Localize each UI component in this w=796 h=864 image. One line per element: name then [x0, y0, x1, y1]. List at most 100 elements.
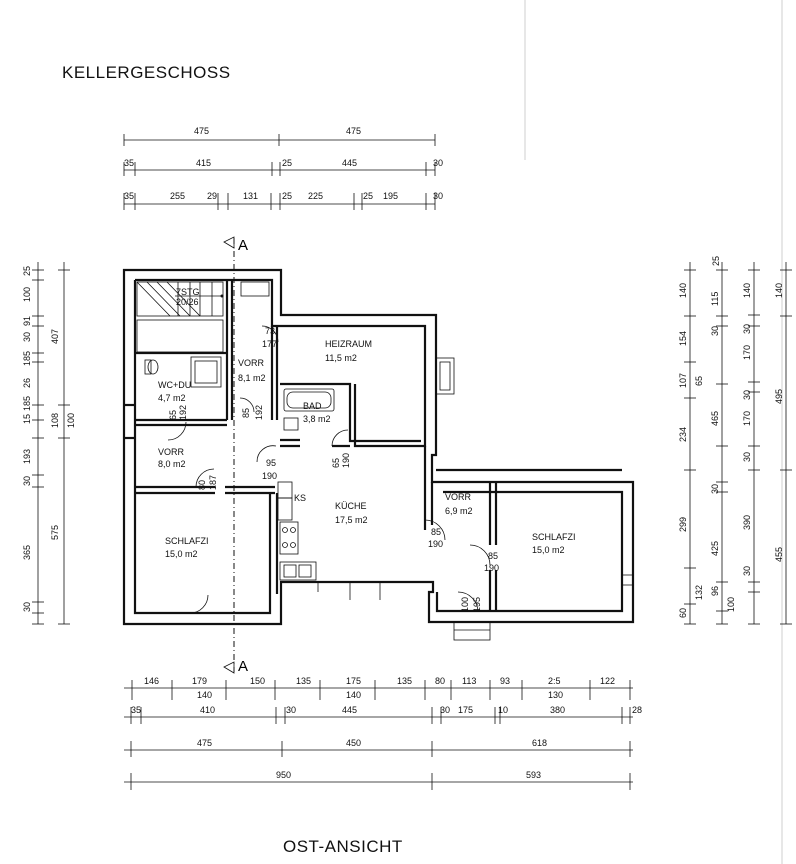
room-area-stair: 20/26 [176, 297, 199, 307]
door-height-label: 177 [262, 339, 277, 349]
door-height-label: 190 [341, 453, 351, 468]
door-height-label: 192 [178, 405, 188, 420]
top-dim-label: 255 [170, 191, 185, 201]
bottom-dim-label: 140 [197, 690, 212, 700]
top-dim-label: 195 [383, 191, 398, 201]
right-dim-label: 455 [774, 547, 784, 562]
section-mark-top: A [238, 237, 248, 254]
toilet-icon [147, 359, 159, 375]
door-width-label: 80 [197, 480, 207, 490]
door-height-label: 187 [208, 475, 218, 490]
top-dim-label: 25 [363, 191, 373, 201]
room-area-schlafzi-2: 15,0 m2 [532, 545, 565, 555]
room-name-schlafzi-2: SCHLAFZI [532, 532, 576, 542]
top-dim-label: 35 [124, 191, 134, 201]
right-dim-label: 30 [710, 484, 720, 494]
bottom-dim-label: 80 [435, 676, 445, 686]
top-dimension-chains: 475 475 35 415 25 445 30 35 255 29 131 2… [123, 126, 443, 210]
right-dim-label: 140 [678, 283, 688, 298]
bottom-dim-label: 135 [397, 676, 412, 686]
bathtub-icon [283, 388, 335, 412]
room-labels: 7STG 20/26 WC+DU 4,7 m2 VORR 8,1 m2 HEIZ… [158, 287, 576, 559]
right-dim-label: 299 [678, 517, 688, 532]
bottom-dim-label: 28 [632, 705, 642, 715]
section-mark-bottom: A [238, 658, 248, 675]
top-dim-label: 131 [243, 191, 258, 201]
door-width-label: 65 [168, 410, 178, 420]
bottom-dim-label: 135 [296, 676, 311, 686]
right-dim-label: 425 [710, 541, 720, 556]
right-dim-label: 25 [711, 256, 721, 266]
top-dim-label: 30 [433, 158, 443, 168]
washbasin-icon [283, 417, 299, 431]
room-name-stair: 7STG [176, 287, 200, 297]
door-swings [167, 325, 491, 614]
bottom-dim-label: 175 [346, 676, 361, 686]
kitchen-ks-box [277, 481, 293, 499]
door-height-label: 190 [262, 471, 277, 481]
right-dim-label: 140 [742, 283, 752, 298]
room-name-vorr-3: VORR [445, 492, 472, 502]
right-dim-label: 170 [742, 345, 752, 360]
right-dim-label: 495 [774, 389, 784, 404]
room-name-vorr-1: VORR [238, 358, 265, 368]
bottom-dim-label: 140 [346, 690, 361, 700]
room-name-ks: KS [294, 493, 306, 503]
top-dim-label: 30 [433, 191, 443, 201]
right-dimension-chains: 25 140 154 107 234 299 132 60 115 30 65 … [678, 256, 792, 625]
top-dim-label: 415 [196, 158, 211, 168]
top-dim-label: 225 [308, 191, 323, 201]
bottom-dim-label: 950 [276, 770, 291, 780]
left-dim-label: 30 [22, 332, 32, 342]
right-dim-label: 234 [678, 427, 688, 442]
bottom-dim-label: 618 [532, 738, 547, 748]
stove-icon [279, 521, 299, 555]
stair-flight [136, 281, 224, 353]
kitchen-sink-icon [279, 561, 317, 581]
bottom-dim-label: 122 [600, 676, 615, 686]
room-area-vorr-2: 8,0 m2 [158, 459, 186, 469]
door-width-label: 85 [488, 551, 498, 561]
left-dimension-chains: 25 100 91 30 185 26 185 15 108 193 30 36… [22, 262, 76, 625]
right-dim-label: 465 [710, 411, 720, 426]
bottom-dim-label: 10 [498, 705, 508, 715]
bottom-dim-label: 35 [131, 705, 141, 715]
right-dim-label: 30 [742, 324, 752, 334]
room-area-schlafzi-1: 15,0 m2 [165, 549, 198, 559]
building-walls [122, 268, 635, 641]
bottom-dim-label: 380 [550, 705, 565, 715]
bottom-dim-label: 593 [526, 770, 541, 780]
left-dim-label: 30 [22, 602, 32, 612]
top-dim-label: 445 [342, 158, 357, 168]
room-area-wc: 4,7 m2 [158, 393, 186, 403]
bottom-dim-label: 2:5 [548, 676, 561, 686]
door-width-label: 85 [241, 408, 251, 418]
right-dim-label: 30 [710, 326, 720, 336]
left-dim-label: 30 [22, 476, 32, 486]
room-area-heizraum: 11,5 m2 [325, 353, 357, 363]
left-dim-label: 100 [66, 413, 76, 428]
left-dim-label: 25 [22, 266, 32, 276]
top-dim-label: 475 [194, 126, 209, 136]
left-dim-label: 108 [50, 413, 60, 428]
room-name-kueche: KÜCHE [335, 501, 367, 511]
door-size-labels: 73 177 85 192 65 192 95 190 65 190 80 18… [168, 326, 499, 612]
room-area-bad: 3,8 m2 [303, 414, 331, 424]
right-dim-label: 132 [694, 585, 704, 600]
bottom-dim-label: 475 [197, 738, 212, 748]
left-dim-label: 575 [50, 525, 60, 540]
room-area-vorr-1: 8,1 m2 [238, 373, 266, 383]
right-dim-label: 30 [742, 390, 752, 400]
left-dim-label: 15 [22, 414, 32, 424]
elevation-title: OST-ANSICHT [283, 837, 403, 856]
top-dim-label: 35 [124, 158, 134, 168]
bottom-dim-label: 113 [462, 676, 476, 686]
door-height-label: 192 [254, 405, 264, 420]
right-dim-label: 100 [726, 597, 736, 612]
left-dim-label: 407 [50, 329, 60, 344]
right-dim-label: 30 [742, 566, 752, 576]
right-dim-label: 60 [678, 608, 688, 618]
right-dim-label: 140 [774, 283, 784, 298]
bottom-dim-label: 450 [346, 738, 361, 748]
